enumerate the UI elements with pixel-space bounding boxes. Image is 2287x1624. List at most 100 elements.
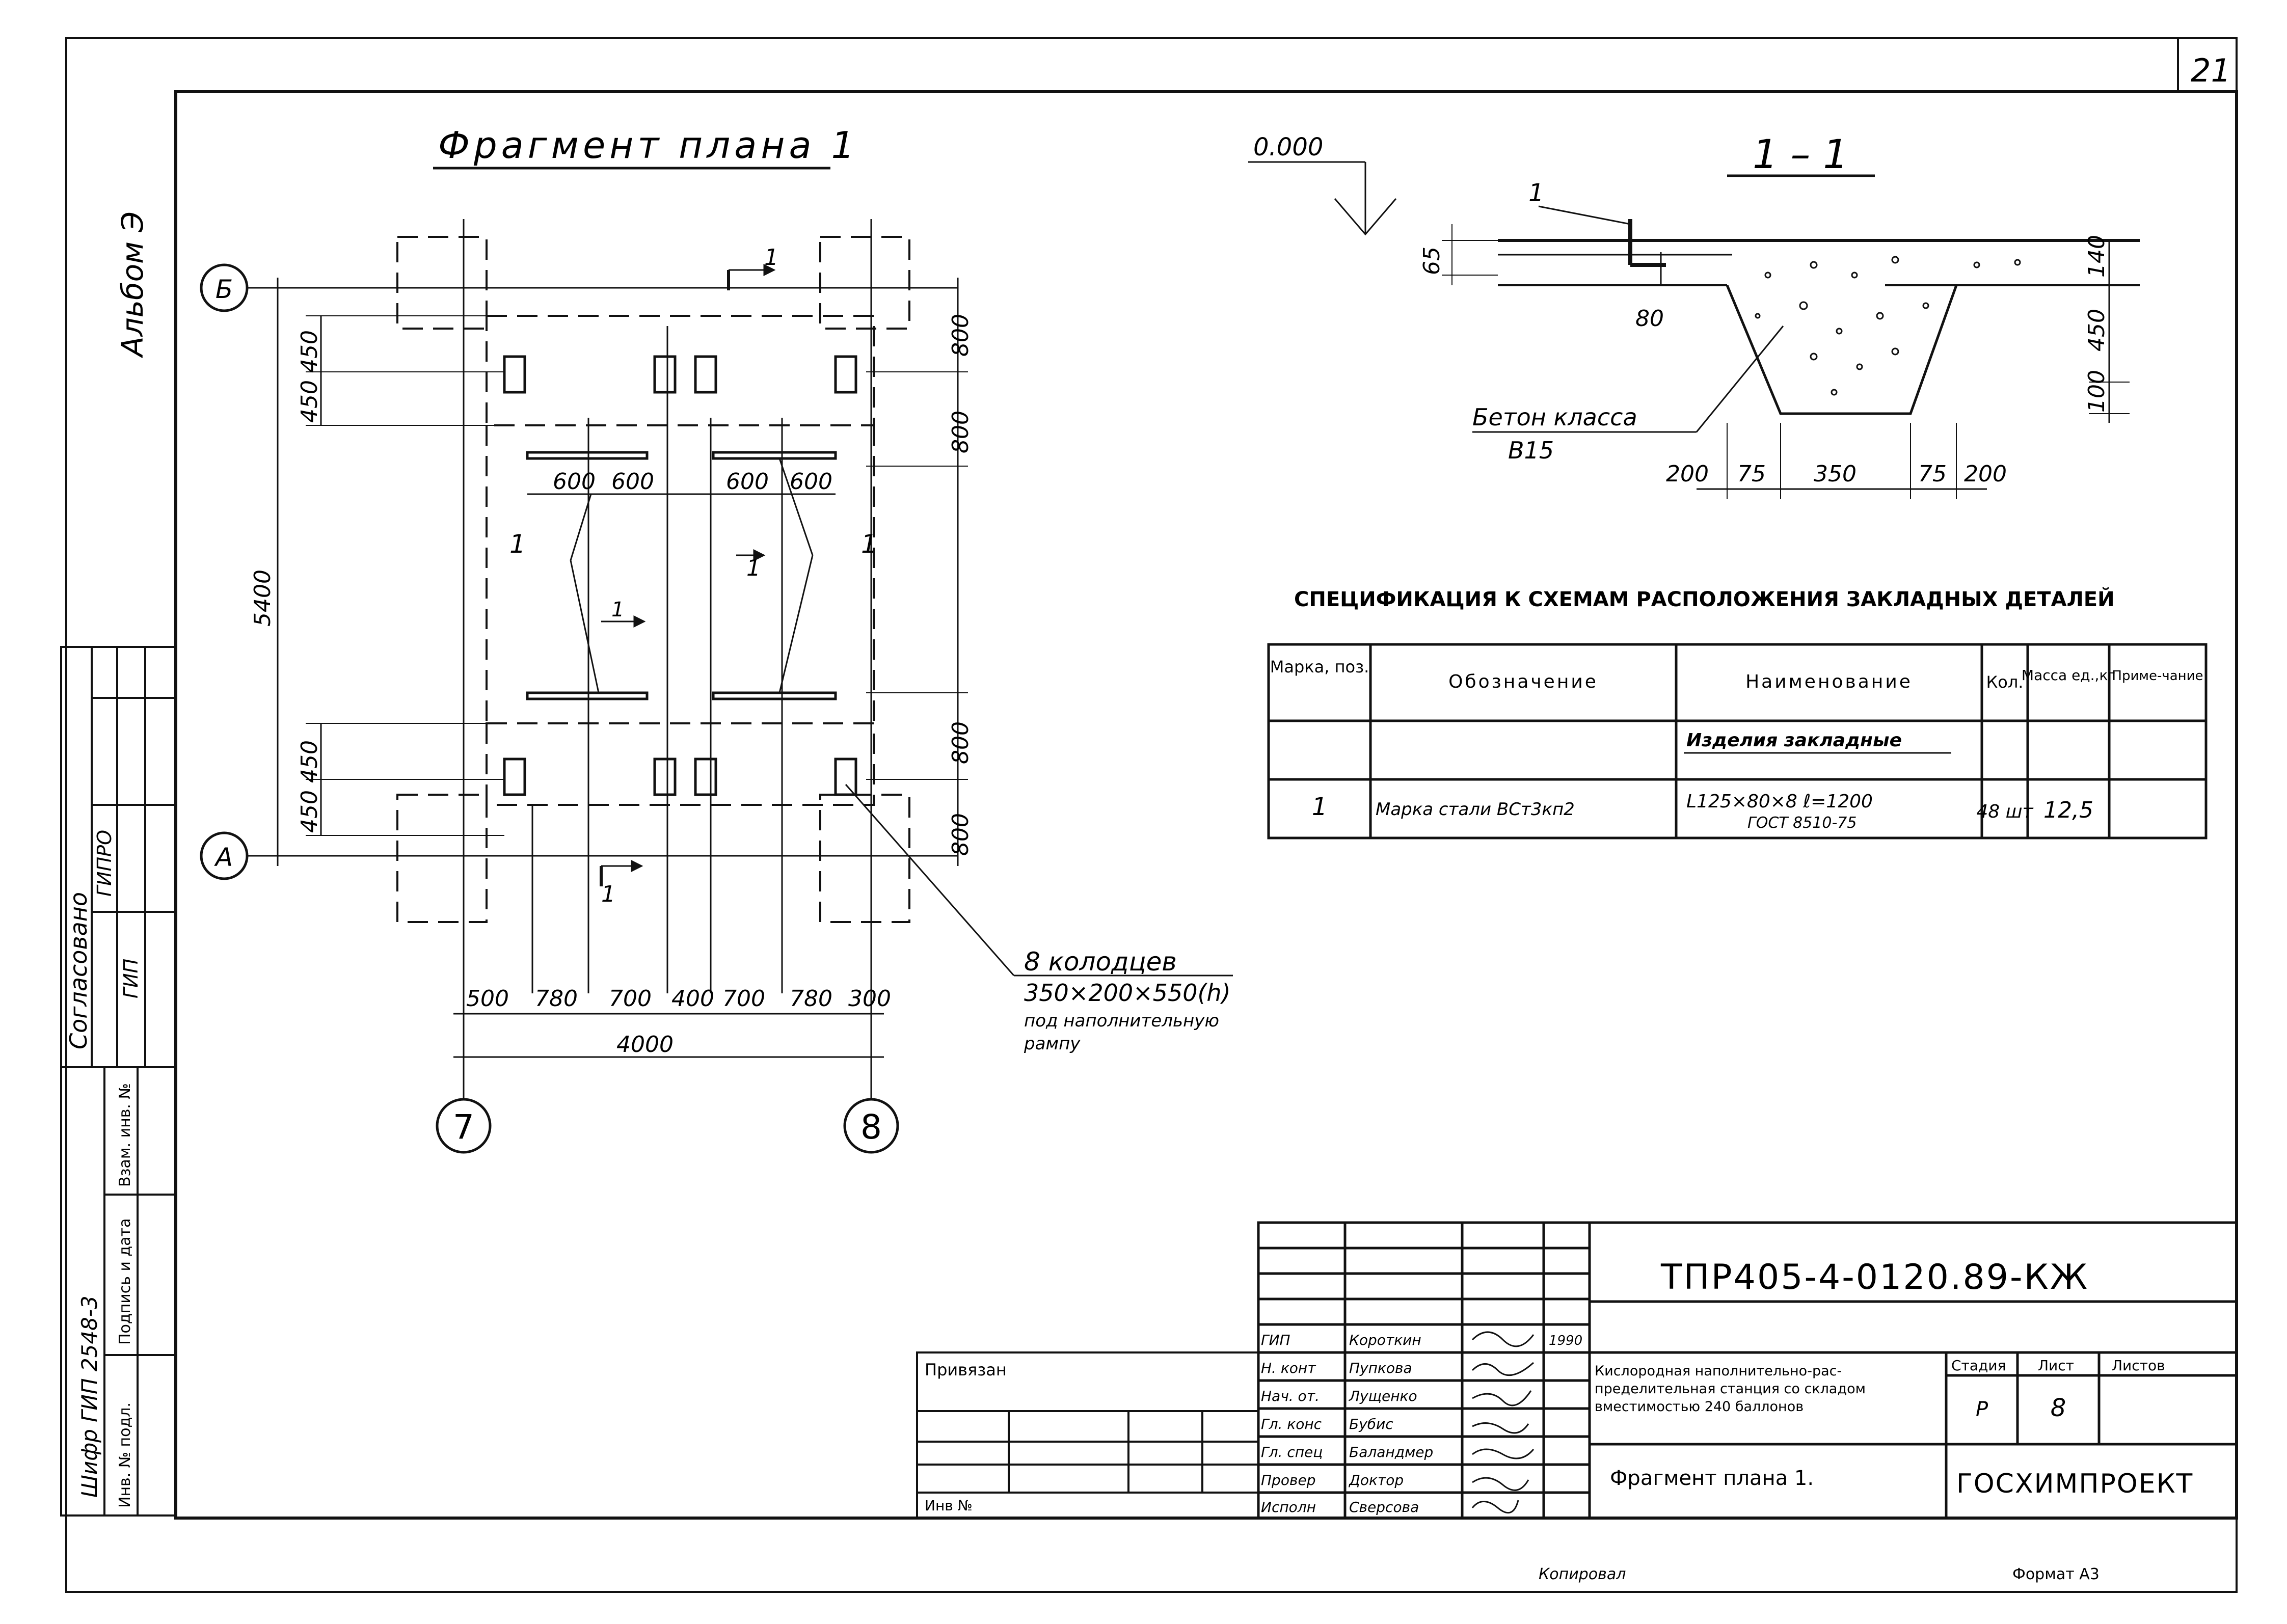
stamp-date: 1990 bbox=[1549, 1333, 1582, 1348]
role-nach: Нач. от. bbox=[1261, 1388, 1320, 1404]
section-item-1: 1 bbox=[1528, 179, 1544, 207]
project-desc-2: пределительная станция со складом bbox=[1595, 1381, 1866, 1397]
dim-600-2: 600 bbox=[611, 469, 654, 495]
concrete-label-2: В15 bbox=[1508, 437, 1554, 464]
sheet-number: 21 bbox=[2191, 52, 2231, 89]
agreed-label: Согласовано bbox=[65, 892, 92, 1049]
bdim-700-2: 700 bbox=[722, 986, 765, 1012]
privyazan-label: Привязан bbox=[925, 1360, 1007, 1379]
sdim-350: 350 bbox=[1814, 461, 1856, 487]
bdim-700-1: 700 bbox=[609, 986, 652, 1012]
spec-h-note: Приме-чание bbox=[2112, 668, 2203, 684]
role-glkons: Гл. конс bbox=[1261, 1416, 1322, 1432]
bdim-780-2: 780 bbox=[790, 986, 832, 1012]
dim-600-4: 600 bbox=[790, 469, 832, 495]
axis-7-label: 7 bbox=[453, 1107, 474, 1147]
concrete-label-1: Бетон класса bbox=[1472, 403, 1637, 431]
spec-mass: 12,5 bbox=[2043, 797, 2093, 823]
cut-mark-mid2: 1 bbox=[611, 598, 624, 621]
name-nach: Лущенко bbox=[1349, 1388, 1417, 1404]
dim-800-b: 800 bbox=[948, 411, 974, 453]
sheet-title: Фрагмент плана 1. bbox=[1610, 1467, 1814, 1490]
spec-name-1: L125×80×8 ℓ=1200 bbox=[1686, 791, 1873, 812]
wells-note-2: 350×200×550(h) bbox=[1024, 979, 1231, 1007]
cut-mark-mid: 1 bbox=[746, 555, 761, 581]
dim-450-bot: 450 450 bbox=[297, 740, 322, 833]
name-prover: Доктор bbox=[1348, 1472, 1404, 1488]
sdim-200-l: 200 bbox=[1666, 461, 1709, 487]
plan-fragment: Фрагмент плана 1 Б А 7 8 bbox=[200, 124, 1233, 1154]
inv-label: Инв. № подл. bbox=[116, 1402, 134, 1508]
sdim-200-r: 200 bbox=[1964, 461, 2007, 487]
cipher-label: Шифр ГИП 2548-3 bbox=[77, 1295, 102, 1498]
inv-no-label: Инв № bbox=[925, 1497, 973, 1514]
spec-h-name: Наименование bbox=[1745, 671, 1913, 692]
role-glspec: Гл. спец bbox=[1261, 1444, 1323, 1460]
section-1-1: 1 – 1 0.000 bbox=[1248, 132, 2140, 499]
dim-450-sec: 450 bbox=[2084, 309, 2110, 351]
plan-title: Фрагмент плана 1 bbox=[438, 124, 858, 167]
dim-80: 80 bbox=[1635, 306, 1664, 332]
title-block: Привязан Инв № ТПР405-4-0120.89-КЖ ГИП Н… bbox=[916, 1221, 2238, 1520]
dim-600-3: 600 bbox=[726, 469, 769, 495]
role-nkont: Н. конт bbox=[1261, 1360, 1316, 1376]
spec-pos: 1 bbox=[1312, 793, 1328, 821]
list-label: Лист bbox=[2038, 1357, 2074, 1374]
spec-h-qty: Кол. bbox=[1986, 672, 2024, 692]
dim-800-d: 800 bbox=[948, 813, 974, 856]
left-strip bbox=[60, 646, 177, 1517]
dim-450-top: 450 450 bbox=[297, 330, 322, 423]
name-gip: Короткин bbox=[1349, 1332, 1421, 1348]
project-code: ТПР405-4-0120.89-КЖ bbox=[1660, 1257, 2089, 1297]
sdim-75-r: 75 bbox=[1918, 461, 1947, 487]
dim-800-a: 800 bbox=[948, 314, 974, 357]
spec-group: Изделия закладные bbox=[1686, 730, 1902, 751]
agreed-row-1: ГИПРО bbox=[93, 830, 116, 897]
wells-note-1: 8 колодцев bbox=[1024, 947, 1177, 977]
dim-5400: 5400 bbox=[250, 570, 276, 627]
dim-100: 100 bbox=[2084, 370, 2110, 413]
dim-600-1: 600 bbox=[553, 469, 596, 495]
sheet-format: Формат А3 bbox=[2012, 1565, 2100, 1583]
wells-note-3: под наполнительную bbox=[1024, 1011, 1219, 1031]
dim-4000: 4000 bbox=[616, 1032, 674, 1058]
axis-8-label: 8 bbox=[860, 1107, 882, 1147]
sdim-75-l: 75 bbox=[1737, 461, 1766, 487]
role-ispoln: Исполн bbox=[1261, 1499, 1316, 1515]
spec-qty: 48 шт bbox=[1976, 801, 2033, 822]
spec-designation: Марка стали ВСт3кп2 bbox=[1376, 799, 1575, 820]
axis-b-label: Б bbox=[216, 275, 233, 304]
callout-1-left: 1 bbox=[509, 529, 526, 559]
stage-value: Р bbox=[1976, 1398, 1988, 1421]
dim-140: 140 bbox=[2084, 235, 2110, 278]
spec-h-mark: Марка, поз. bbox=[1270, 657, 1369, 676]
vzam-label: Взам. инв. № bbox=[116, 1083, 134, 1187]
name-glkons: Бубис bbox=[1349, 1416, 1393, 1432]
org-name: ГОСХИМПРОЕКТ bbox=[1956, 1469, 2193, 1499]
bdim-500: 500 bbox=[466, 986, 509, 1012]
role-prover: Провер bbox=[1261, 1472, 1315, 1488]
spec-title: СПЕЦИФИКАЦИЯ К СХЕМАМ РАСПОЛОЖЕНИЯ ЗАКЛА… bbox=[1294, 587, 2115, 611]
name-nkont: Пупкова bbox=[1349, 1360, 1412, 1376]
list-value: 8 bbox=[2051, 1394, 2066, 1422]
signatures bbox=[1471, 1331, 1535, 1513]
spec-h-mass: Масса ед.,кг bbox=[2022, 667, 2115, 684]
cut-mark-top: 1 bbox=[764, 245, 778, 270]
lists-label: Листов bbox=[2112, 1357, 2165, 1374]
agreed-row-2: ГИП bbox=[120, 959, 142, 998]
bdim-400: 400 bbox=[671, 986, 714, 1012]
name-glspec: Баландмер bbox=[1349, 1444, 1433, 1460]
project-desc-1: Кислородная наполнительно-рас- bbox=[1595, 1363, 1842, 1379]
album-label: Альбом Э bbox=[115, 211, 150, 359]
callout-1-right: 1 bbox=[861, 529, 877, 559]
axis-a-label: А bbox=[214, 843, 233, 872]
sheet-frame bbox=[65, 37, 2238, 1593]
dim-800-c: 800 bbox=[948, 721, 974, 764]
wells-note-4: рампу bbox=[1024, 1034, 1081, 1054]
bdim-300: 300 bbox=[848, 986, 891, 1012]
copied-label: Копировал bbox=[1539, 1565, 1626, 1583]
section-title: 1 – 1 bbox=[1753, 132, 1848, 178]
spec-h-designation: Обозначение bbox=[1448, 671, 1598, 692]
name-ispoln: Сверсова bbox=[1349, 1499, 1419, 1515]
spec-name-2: ГОСТ 8510-75 bbox=[1747, 814, 1856, 832]
